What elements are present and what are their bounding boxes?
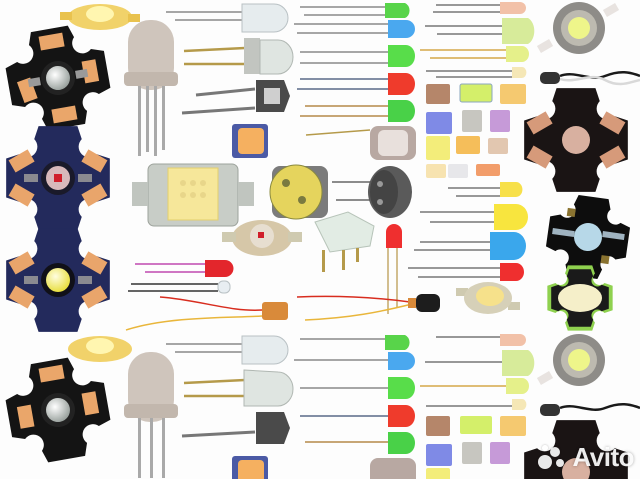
avito-watermark: Avito bbox=[538, 442, 634, 473]
cob-10w bbox=[132, 163, 254, 227]
avito-logo-icon bbox=[538, 444, 568, 471]
laser-wire-twisted bbox=[540, 71, 640, 86]
emitter-1w-yellow bbox=[60, 4, 140, 30]
led-clear-10mm bbox=[166, 3, 289, 33]
collage-repeat-bottom bbox=[0, 334, 640, 479]
star-board-black-clear bbox=[0, 20, 116, 136]
star-board-green-edge bbox=[547, 265, 613, 331]
led-column-right bbox=[408, 2, 535, 281]
star-board-blue-white bbox=[6, 228, 110, 332]
laser-module-black bbox=[296, 294, 440, 321]
star-board-rgb bbox=[542, 191, 634, 283]
smd-orange-square bbox=[232, 124, 268, 158]
smd-grid bbox=[426, 83, 526, 178]
star-board-blue-red bbox=[6, 126, 110, 230]
emitter-1w-red bbox=[222, 220, 302, 256]
led-metal-can bbox=[305, 126, 416, 160]
avito-watermark-text: Avito bbox=[572, 442, 634, 472]
led-rgb-diffused-10mm bbox=[124, 20, 178, 156]
round-module-gray bbox=[332, 166, 412, 218]
round-module-yellow bbox=[269, 164, 328, 220]
led-clear-10mm-flange bbox=[183, 38, 294, 75]
led-superflux-clear bbox=[314, 211, 375, 272]
laser-module-copper bbox=[125, 296, 288, 331]
led-red-3mm-vertical bbox=[386, 224, 402, 314]
star-board-copper bbox=[524, 88, 628, 192]
emitter-1w-white bbox=[456, 282, 520, 314]
led-black-housing bbox=[181, 80, 290, 115]
led-red-5mm-left bbox=[128, 260, 234, 294]
led-column-5mm bbox=[294, 3, 415, 122]
emitter-1w-gray bbox=[536, 2, 620, 54]
